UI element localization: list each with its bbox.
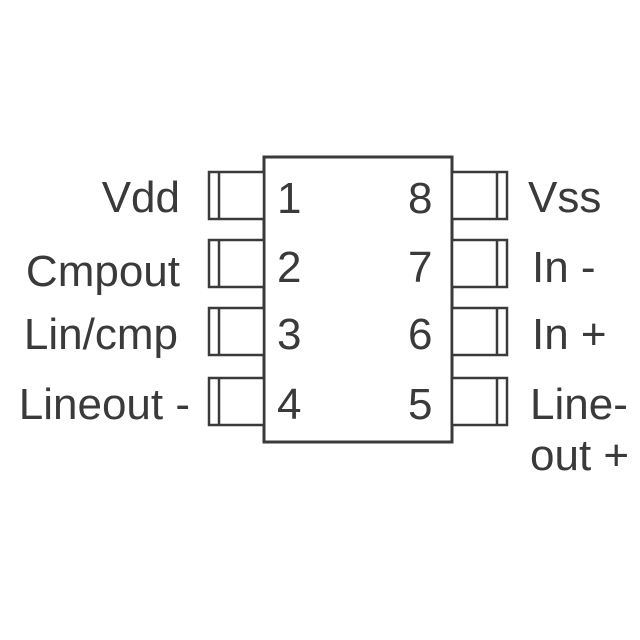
pin-number-6: 6 — [408, 310, 432, 359]
pin-number-2: 2 — [277, 243, 301, 292]
pin-number-4: 4 — [277, 380, 301, 429]
pin-label-lineout-plus-line2: out + — [530, 431, 629, 480]
pin-pad-5 — [450, 376, 509, 427]
pin-number-8: 8 — [408, 174, 432, 223]
pin-pad-2 — [207, 238, 266, 289]
pin-label-lineout-minus: Lineout - — [19, 380, 190, 429]
pin-label-lin-cmp: Lin/cmp — [24, 310, 178, 359]
pin-label-cmpout: Cmpout — [26, 247, 180, 296]
pin-number-7: 7 — [408, 243, 432, 292]
pin-number-5: 5 — [408, 380, 432, 429]
pin-pad-7 — [450, 238, 509, 289]
pin-pad-3 — [207, 306, 266, 357]
pin-label-in-minus: In - — [532, 243, 596, 292]
pin-label-lineout-plus-line1: Line- — [530, 380, 628, 429]
pin-pad-4 — [207, 376, 266, 427]
pin-label-vdd: Vdd — [102, 173, 180, 222]
pin-label-vss: Vss — [528, 173, 601, 222]
pin-number-1: 1 — [277, 174, 301, 223]
pin-number-3: 3 — [277, 310, 301, 359]
ic-body — [262, 155, 454, 444]
pin-label-in-plus: In + — [532, 310, 607, 359]
pin-pad-6 — [450, 306, 509, 357]
pin-pad-8 — [450, 170, 509, 221]
pin-pad-1 — [207, 170, 266, 221]
